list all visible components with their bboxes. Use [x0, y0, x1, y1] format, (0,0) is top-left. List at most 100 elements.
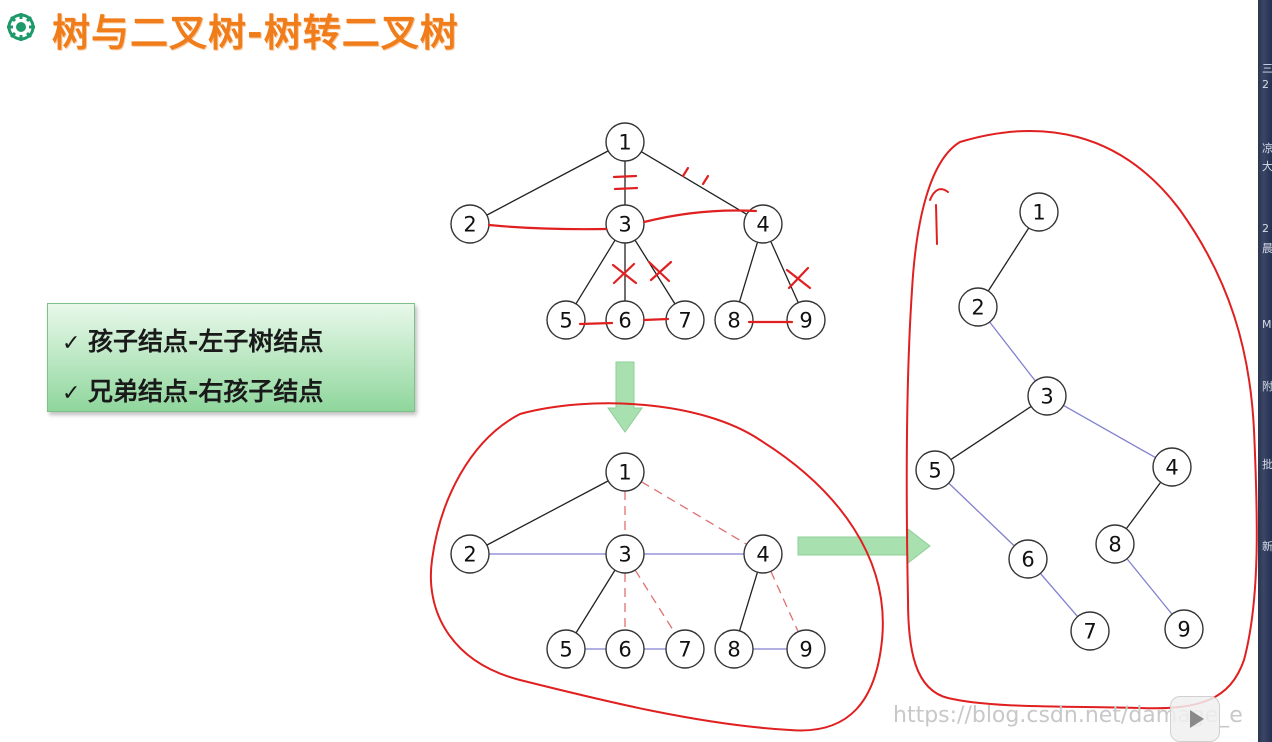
- play-button[interactable]: [1170, 696, 1220, 742]
- left-edge-4-8: [1125, 481, 1162, 530]
- original-node-4: [743, 204, 783, 244]
- original-node-label-6: 6: [618, 309, 631, 333]
- binary-node-5: [915, 450, 955, 490]
- binary-node-label-1: 1: [1032, 201, 1045, 225]
- connected-node-2: [450, 534, 490, 574]
- tree-edge-3-7: [634, 239, 676, 305]
- tree-edge-1-4: [641, 151, 747, 215]
- connected-node-3: [605, 534, 645, 574]
- side-glyph: 大: [1262, 160, 1272, 173]
- original-node-label-4: 4: [756, 213, 769, 237]
- child-edge-1-2: [486, 480, 609, 546]
- tree-edge-3-5: [575, 239, 616, 305]
- arrow-down-icon: [607, 361, 643, 433]
- connected-node-label-4: 4: [756, 543, 769, 567]
- rule-line-sibling: ✓ 兄弟结点-右孩子结点: [62, 368, 414, 418]
- connected-node-label-8: 8: [727, 638, 740, 662]
- annotation-cross-4-9: [785, 266, 812, 290]
- original-node-8: [714, 300, 754, 340]
- binary-node-9: [1164, 609, 1204, 649]
- connected-node-4: [743, 534, 783, 574]
- check-icon: ✓: [62, 381, 81, 406]
- connected-node-9: [786, 629, 826, 669]
- annotation-mark-1-3: [612, 174, 639, 191]
- rule-text-sibling: 兄弟结点-右孩子结点: [88, 377, 324, 406]
- right-edge-3-4: [1063, 404, 1156, 459]
- connected-node-6: [605, 629, 645, 669]
- binary-node-label-7: 7: [1083, 620, 1096, 644]
- binary-node-4: [1152, 447, 1192, 487]
- annotation-link-3-4: [642, 209, 758, 224]
- child-edge-3-5: [575, 569, 616, 634]
- left-edge-1-2: [987, 227, 1030, 292]
- tree-edge-4-9: [770, 241, 799, 303]
- side-panel: [1258, 0, 1272, 742]
- original-node-5: [546, 300, 586, 340]
- annotation-cross-3-7: [647, 260, 673, 283]
- right-edge-2-3: [989, 321, 1036, 382]
- connected-node-5: [546, 629, 586, 669]
- binary-node-label-4: 4: [1165, 456, 1178, 480]
- side-glyph: M: [1262, 318, 1272, 331]
- connected-node-1: [605, 452, 645, 492]
- binary-node-label-5: 5: [928, 459, 941, 483]
- connected-node-label-9: 9: [799, 638, 812, 662]
- binary-node-label-6: 6: [1021, 548, 1034, 572]
- binary-node-label-2: 2: [971, 296, 984, 320]
- check-icon: ✓: [62, 331, 81, 356]
- side-glyph: 附: [1262, 380, 1272, 393]
- annotation-outline-binary: [905, 129, 1258, 710]
- side-glyph: 凉: [1262, 142, 1272, 155]
- original-node-label-5: 5: [559, 309, 572, 333]
- original-node-3: [605, 204, 645, 244]
- binary-node-label-3: 3: [1040, 385, 1053, 409]
- binary-node-7: [1070, 611, 1110, 651]
- removed-edge-4-9: [770, 571, 799, 632]
- rule-text-child: 孩子结点-左子树结点: [88, 327, 324, 356]
- side-glyph: 2: [1262, 222, 1269, 235]
- original-node-label-1: 1: [618, 131, 631, 155]
- original-node-label-2: 2: [463, 213, 476, 237]
- annotation-outline-connected: [429, 402, 884, 732]
- binary-node-1: [1019, 192, 1059, 232]
- right-edge-8-9: [1126, 558, 1173, 615]
- gear-icon: [7, 13, 35, 41]
- connected-node-label-2: 2: [463, 543, 476, 567]
- annotation-mark-1-4: [681, 166, 710, 186]
- connected-node-label-6: 6: [618, 638, 631, 662]
- original-node-label-7: 7: [678, 309, 691, 333]
- binary-node-2: [958, 287, 998, 327]
- tree-edge-4-8: [738, 242, 759, 302]
- connected-node-label-7: 7: [678, 638, 691, 662]
- slide-title: 树与二叉树-树转二叉树: [52, 11, 459, 55]
- binary-node-label-8: 8: [1108, 533, 1121, 557]
- annotation-cross-3-6: [611, 262, 638, 285]
- connected-node-label-1: 1: [618, 461, 631, 485]
- removed-edge-3-7: [634, 569, 676, 634]
- right-edge-6-7: [1039, 572, 1079, 618]
- left-edge-3-5: [950, 405, 1032, 461]
- side-glyph: 批: [1262, 458, 1272, 471]
- binary-node-8: [1095, 524, 1135, 564]
- rule-line-child: ✓ 孩子结点-左子树结点: [62, 318, 414, 368]
- side-glyph: 三: [1262, 62, 1272, 75]
- rule-box: ✓ 孩子结点-左子树结点 ✓ 兄弟结点-右孩子结点: [47, 303, 415, 412]
- child-edge-4-8: [738, 571, 759, 632]
- original-node-label-9: 9: [799, 309, 812, 333]
- connected-node-label-5: 5: [559, 638, 572, 662]
- connected-node-7: [665, 629, 705, 669]
- annotation-link-5-6: [578, 321, 614, 326]
- original-node-label-3: 3: [618, 213, 631, 237]
- annotation-link-2-3: [487, 223, 608, 231]
- connected-node-label-3: 3: [618, 543, 631, 567]
- annotation-tick-mark: [929, 188, 949, 245]
- tree-edge-1-2: [486, 150, 609, 216]
- side-glyph: 2: [1262, 78, 1269, 91]
- side-glyph: 晨: [1262, 242, 1272, 255]
- side-glyph: 新: [1262, 540, 1272, 553]
- binary-node-label-9: 9: [1177, 618, 1190, 642]
- annotation-link-6-7: [642, 317, 670, 322]
- connected-node-8: [714, 629, 754, 669]
